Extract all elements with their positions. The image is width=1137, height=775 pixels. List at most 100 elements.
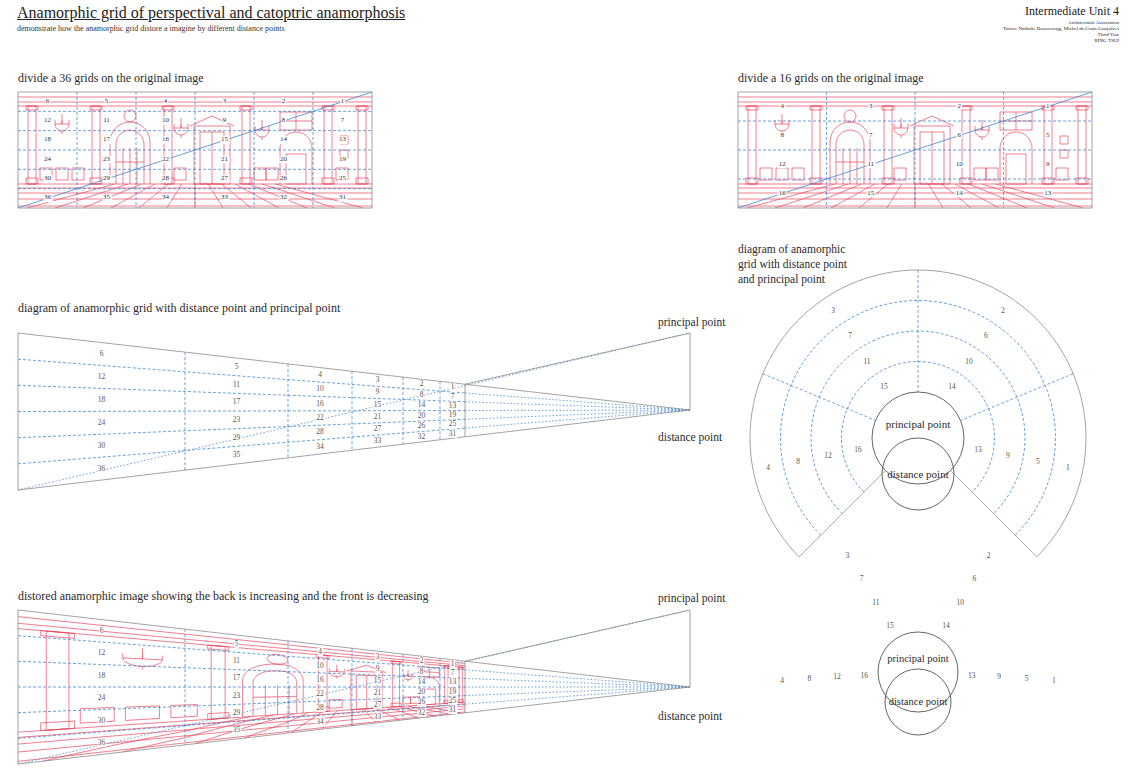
- illustration-line: [18, 629, 465, 668]
- illustration-line: [986, 168, 998, 180]
- grid-number: 35: [232, 726, 242, 734]
- converging-ray: [465, 670, 690, 687]
- grid-number: 1: [340, 98, 346, 106]
- illustration-line: [928, 184, 943, 208]
- illustration-line: [324, 106, 332, 184]
- grid-number: 14: [279, 136, 288, 144]
- illustration-line: [412, 674, 413, 676]
- image-panel: divide a 36 grids on the original image: [16, 70, 376, 212]
- illustration-line: [41, 721, 75, 731]
- illustration-line: [920, 132, 944, 184]
- grid-number: 7: [868, 132, 874, 140]
- grid-outline: [465, 384, 466, 437]
- fan-outline: [750, 270, 1086, 557]
- grid-number: 14: [417, 401, 427, 409]
- illustration-line: [336, 669, 337, 672]
- grid-number: 21: [220, 156, 229, 164]
- grid-outline: [465, 333, 690, 384]
- grid-number: 21: [373, 413, 383, 421]
- grid-outline: [690, 610, 691, 687]
- page-title: Anamorphic grid of perspectival and cato…: [16, 4, 406, 22]
- illustration-line: [174, 124, 175, 128]
- grid-number: 12: [823, 452, 833, 460]
- illustration-line: [46, 631, 69, 730]
- grid-number: 14: [941, 622, 951, 630]
- illustration-line: [254, 168, 266, 180]
- converging-ray: [465, 410, 690, 412]
- illustration-line: [775, 124, 789, 131]
- grid-number: 30: [97, 442, 107, 450]
- grid-line: [781, 301, 1056, 536]
- grid-line: [18, 704, 465, 738]
- illustration-line: [974, 168, 986, 180]
- illustration-line: [408, 680, 409, 682]
- grid-number: 32: [417, 433, 427, 441]
- grid-number: 19: [448, 411, 458, 419]
- grid-number: 16: [853, 446, 863, 454]
- illustration-line: [1044, 106, 1052, 184]
- grid-number: 4: [317, 648, 323, 656]
- illustration-line: [910, 116, 954, 126]
- grid-number: 15: [220, 136, 229, 144]
- illustration-line: [69, 120, 70, 124]
- grid-number: 3: [375, 376, 381, 384]
- grid-number: 33: [220, 194, 229, 202]
- grid-number: 4: [163, 98, 169, 106]
- grid-number: 2: [957, 103, 963, 111]
- grid-number: 36: [97, 464, 107, 472]
- grid-number: 10: [315, 385, 325, 393]
- grid-number: 12: [832, 673, 842, 681]
- grid-number: 6: [983, 332, 989, 340]
- grid-number: 5: [104, 98, 110, 106]
- grid-number: 35: [232, 451, 242, 459]
- grid-line: [18, 169, 372, 170]
- grid-number: 34: [315, 443, 325, 451]
- illustration-line: [329, 668, 330, 671]
- grid-number: 15: [373, 677, 383, 685]
- grid-number: 15: [866, 190, 875, 198]
- node-shape: [16, 70, 376, 212]
- illustration-line: [240, 106, 252, 110]
- grid-number: 15: [373, 400, 383, 408]
- illustration-line: [901, 124, 902, 128]
- illustration-line: [123, 715, 274, 752]
- illustration-line: [908, 124, 909, 128]
- converging-ray: [465, 687, 690, 704]
- grid-number: 4: [317, 371, 323, 379]
- grid-line: [738, 121, 1092, 122]
- image-panel: divide a 16 grids on the original image: [736, 70, 1096, 212]
- illustration-line: [280, 132, 312, 184]
- illustration-line: [18, 617, 465, 664]
- grid-line: [18, 130, 372, 131]
- grid-number: 17: [232, 674, 242, 682]
- grid-number: 5: [1045, 132, 1051, 140]
- illustration-line: [894, 168, 906, 180]
- illustration-line: [894, 128, 908, 135]
- grid-number: 17: [102, 136, 111, 144]
- grid-number: 15: [879, 383, 889, 391]
- grid-number: 8: [795, 458, 801, 466]
- illustration-line: [1060, 150, 1068, 158]
- grid-number: 11: [232, 657, 241, 665]
- illustration-line: [901, 118, 902, 128]
- grid-number: 10: [964, 358, 974, 366]
- illustration-line: [255, 130, 269, 137]
- grid-number: 19: [338, 156, 347, 164]
- illustration-line: [812, 106, 820, 184]
- illustration-line: [275, 184, 363, 208]
- illustration-line: [746, 178, 758, 184]
- grid-line: [18, 111, 372, 112]
- project-info: Intermediate Unit 4: [1024, 5, 1120, 18]
- grid-number: 12: [778, 161, 787, 169]
- illustration-line: [255, 126, 256, 130]
- grid-number: 1: [1065, 464, 1071, 472]
- grid-number: 23: [232, 416, 242, 424]
- grid-number: 16: [161, 136, 170, 144]
- grid-number: 11: [102, 117, 111, 125]
- illustration-line: [347, 665, 386, 672]
- illustration-line: [280, 112, 312, 130]
- grid-number: 11: [862, 358, 871, 366]
- grid-line: [18, 696, 465, 713]
- grid-number: 27: [220, 175, 229, 183]
- grid-number: 17: [232, 398, 242, 406]
